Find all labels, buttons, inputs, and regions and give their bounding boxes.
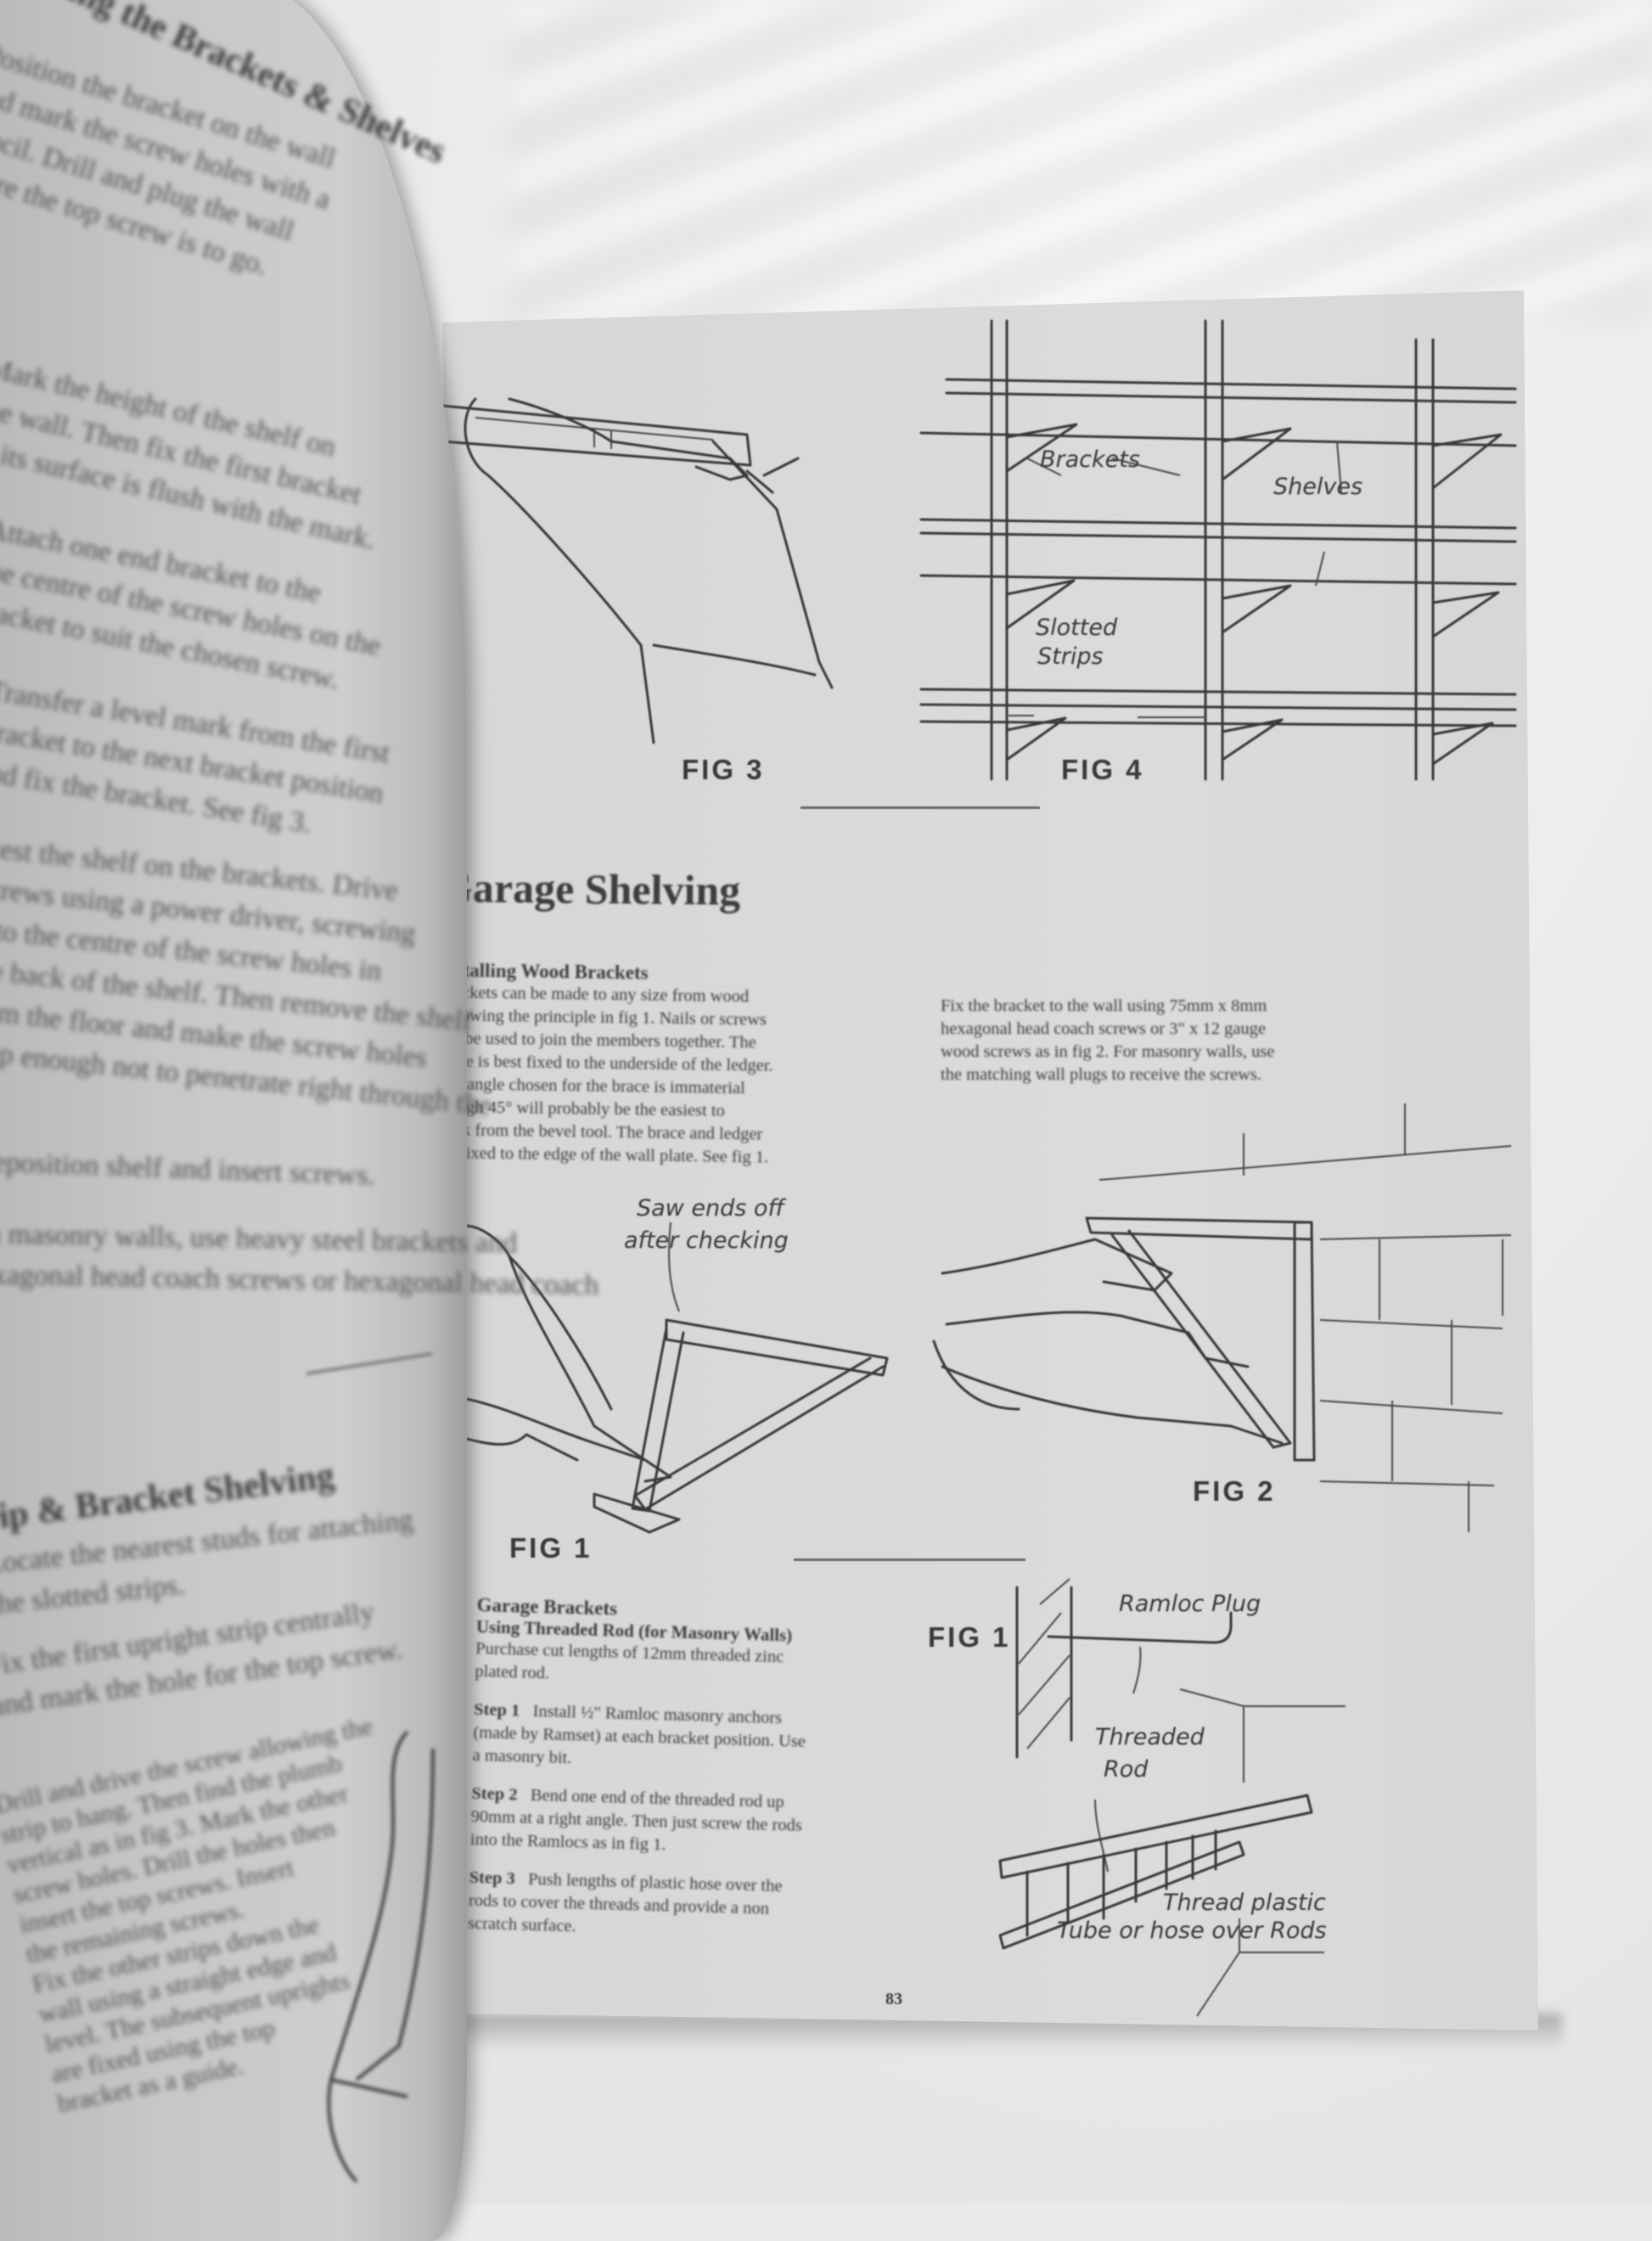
left-page-sketch <box>327 1730 435 2183</box>
garage-brackets-section: Garage Brackets Using Threaded Rod (for … <box>468 1594 810 1945</box>
annotation-brackets: Brackets <box>1040 447 1140 473</box>
fig3-label: FIG 3 <box>682 754 765 785</box>
fix-bracket-text: Fix the bracket to the wall using 75mm x… <box>941 995 1274 1087</box>
fig2-illustration <box>932 1104 1512 1532</box>
annotation-tube-or-hose: Tube or hose over Rods <box>1057 1918 1327 1944</box>
fig2-label: FIG 2 <box>1193 1475 1276 1507</box>
text-line: hexagonal head coach screws or 3" x 12 g… <box>941 1019 1266 1038</box>
annotation-ramloc-plug: Ramloc Plug <box>1119 1591 1261 1617</box>
annotation-thread-plastic: Thread plastic <box>1163 1890 1326 1916</box>
text-line: wood screws as in fig 2. For masonry wal… <box>941 1042 1275 1061</box>
fig1-rod-label: FIG 1 <box>928 1621 1011 1653</box>
page-number: 83 <box>885 1990 902 2008</box>
fig4-label: FIG 4 <box>1061 754 1144 785</box>
annotation-strips: Strips <box>1037 643 1104 670</box>
text-line: Fix the bracket to the wall using 75mm x… <box>941 997 1267 1015</box>
left-text-block: On masonry walls, use heavy steel bracke… <box>0 1214 600 1306</box>
fig1-wood-label: FIG 1 <box>509 1532 593 1564</box>
step-label: Step 2 <box>471 1783 518 1805</box>
fig4-illustration: Brackets Shelves Slotted Strips <box>919 319 1517 781</box>
fig1-wood-bracket-illustration: Saw ends off after checking <box>448 1195 889 1534</box>
step-label: Step 1 <box>473 1699 520 1721</box>
step-label: Step 3 <box>469 1868 516 1889</box>
divider-rule <box>794 1559 1025 1561</box>
fig3-illustration <box>441 397 834 744</box>
step-3: Step 3 Push lengths of plastic hose over… <box>468 1867 802 1945</box>
annotation-slotted: Slotted <box>1036 615 1118 641</box>
annotation-saw-ends: Saw ends off <box>637 1195 786 1222</box>
annotation-after-checking: after checking <box>624 1227 789 1254</box>
annotation-threaded: Threaded <box>1095 1724 1205 1750</box>
divider-rule <box>801 806 1040 809</box>
annotation-rod: Rod <box>1104 1756 1149 1783</box>
fig1-threaded-rod-illustration: Ramloc Plug Threaded Rod Thread plastic … <box>998 1578 1346 2017</box>
text-line: are fixed to the edge of the wall plate.… <box>434 1143 769 1167</box>
step-1: Step 1 Install ½" Ramloc masonry anchors… <box>472 1699 806 1777</box>
text-line: the matching wall plugs to receive the s… <box>941 1065 1261 1084</box>
step-2: Step 2 Bend one end of the threaded rod … <box>470 1783 805 1861</box>
annotation-shelves: Shelves <box>1273 474 1363 500</box>
